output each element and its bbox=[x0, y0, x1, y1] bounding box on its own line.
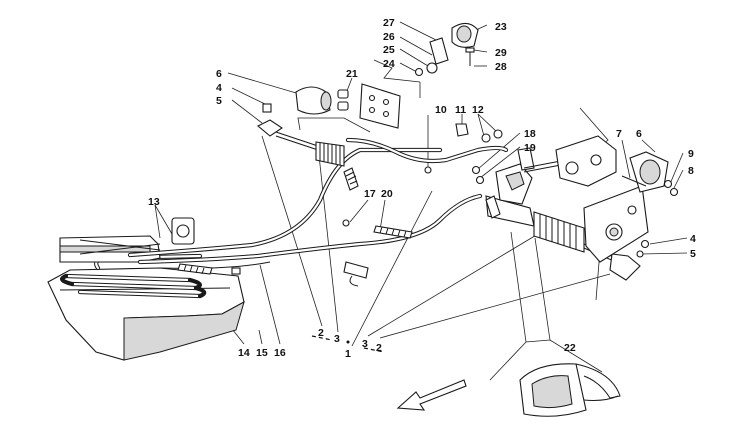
callout-17: 17 bbox=[364, 188, 376, 200]
callout-1: 1 bbox=[345, 348, 351, 360]
fittings bbox=[424, 123, 503, 185]
callout-27: 27 bbox=[383, 17, 395, 29]
callout-22: 22 bbox=[564, 342, 576, 354]
callout-4-right: 4 bbox=[690, 233, 696, 245]
reference-marks bbox=[311, 335, 385, 353]
callout-8: 8 bbox=[688, 165, 694, 177]
chassis-bracket bbox=[555, 135, 679, 263]
callout-16: 16 bbox=[274, 347, 286, 359]
callout-18: 18 bbox=[524, 128, 536, 140]
callout-7: 7 bbox=[616, 128, 622, 140]
callout-19: 19 bbox=[524, 142, 536, 154]
callout-4-left: 4 bbox=[216, 82, 222, 94]
callout-14: 14 bbox=[238, 347, 250, 359]
callout-11: 11 bbox=[455, 104, 466, 116]
callout-3-right: 3 bbox=[362, 338, 368, 350]
callout-labels: 27 23 26 25 29 24 28 6 21 4 5 10 11 12 1… bbox=[148, 17, 696, 360]
callout-5-left: 5 bbox=[216, 95, 222, 107]
callout-10: 10 bbox=[435, 104, 447, 116]
callout-9: 9 bbox=[688, 148, 694, 160]
arrow-icon bbox=[396, 379, 467, 411]
callout-15: 15 bbox=[256, 347, 268, 359]
callout-28: 28 bbox=[495, 61, 507, 73]
mounting-plate bbox=[337, 83, 401, 129]
callout-13: 13 bbox=[148, 196, 160, 208]
right-tie-rod bbox=[609, 239, 650, 281]
callout-5-right: 5 bbox=[690, 248, 696, 260]
callout-21: 21 bbox=[346, 68, 358, 80]
spring-parts bbox=[177, 167, 413, 287]
callout-6-left: 6 bbox=[216, 68, 222, 80]
left-tie-rod bbox=[257, 86, 332, 151]
callout-20: 20 bbox=[381, 188, 393, 200]
callout-3-left: 3 bbox=[334, 333, 340, 345]
callout-29: 29 bbox=[495, 47, 507, 59]
callout-24: 24 bbox=[383, 58, 395, 70]
body-panel bbox=[47, 267, 245, 361]
protective-strap bbox=[519, 363, 621, 417]
callout-23: 23 bbox=[495, 21, 507, 33]
callout-2-right: 2 bbox=[376, 342, 382, 354]
callout-2-left: 2 bbox=[318, 327, 324, 339]
callout-25: 25 bbox=[383, 44, 395, 56]
oil-cooler-coil bbox=[60, 253, 207, 299]
left-bellows bbox=[315, 141, 345, 167]
callout-12: 12 bbox=[472, 104, 484, 116]
fluid-lines bbox=[127, 137, 509, 269]
clamp-assembly bbox=[414, 22, 479, 77]
callout-26: 26 bbox=[383, 31, 395, 43]
callout-6-right: 6 bbox=[636, 128, 642, 140]
